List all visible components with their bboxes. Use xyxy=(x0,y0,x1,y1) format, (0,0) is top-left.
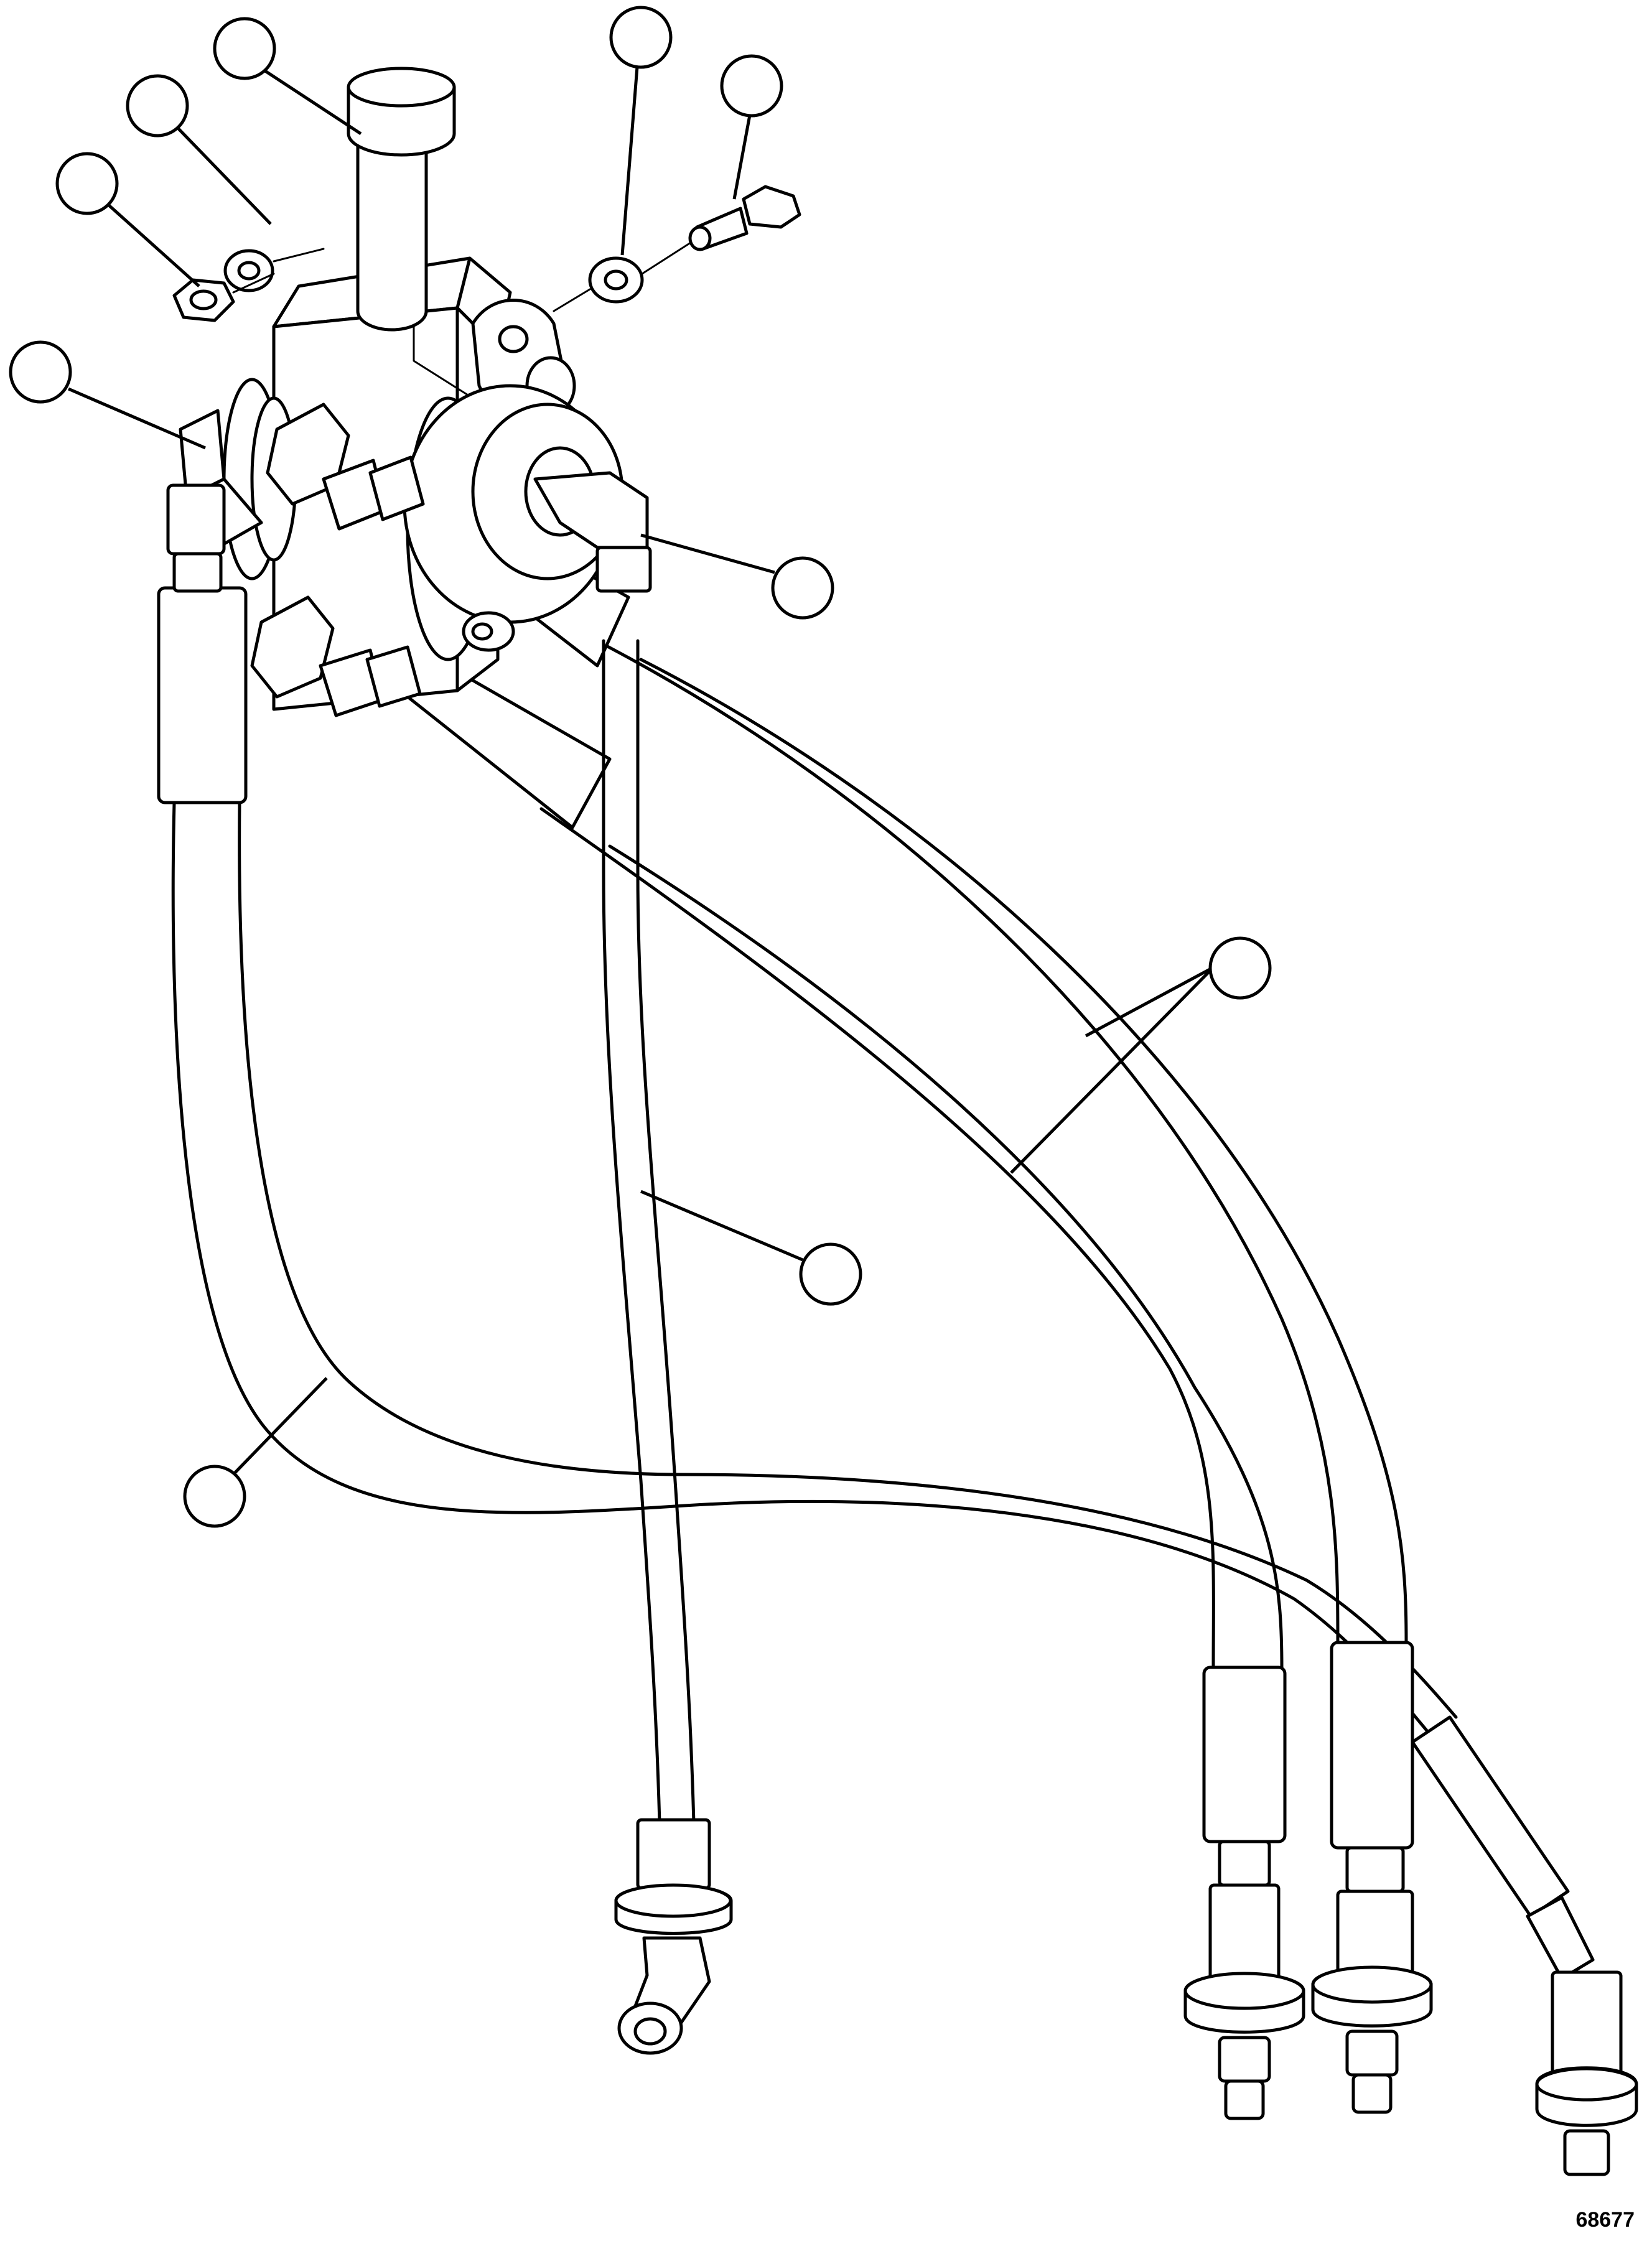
end-fitting-right xyxy=(1311,1846,1433,2114)
callout-nut xyxy=(55,152,119,215)
callout-elbow-right xyxy=(771,556,834,620)
end-fitting-left-hose xyxy=(1526,1896,1638,2176)
callout-washer-right xyxy=(609,6,673,69)
elbow-left xyxy=(166,409,263,593)
bottom-knob xyxy=(462,611,515,652)
hose-left xyxy=(157,586,1570,1918)
leader-lines xyxy=(68,58,1215,1479)
callout-tube xyxy=(799,1242,862,1306)
figure-id: 68677 xyxy=(1575,2208,1635,2232)
hose-right xyxy=(403,493,1414,1850)
fittings-upper xyxy=(266,403,425,531)
tube xyxy=(602,639,696,1825)
end-fitting-tube xyxy=(614,1818,733,2055)
callout-washer-left xyxy=(126,74,189,137)
callout-balloons xyxy=(9,6,1272,1528)
callout-hose-left xyxy=(183,1465,246,1528)
callout-bolt xyxy=(720,54,783,118)
end-fitting-middle xyxy=(1183,1840,1305,2120)
callout-elbow-left xyxy=(9,340,72,404)
nut xyxy=(172,278,235,322)
assembly-line-right xyxy=(553,241,692,312)
elbow-right xyxy=(533,471,652,593)
cap xyxy=(347,67,456,332)
assembly-line-left xyxy=(232,248,325,294)
bolt xyxy=(688,185,801,251)
fittings-lower xyxy=(250,595,422,717)
callout-hose-pair xyxy=(1208,936,1272,1000)
callout-cap xyxy=(213,17,276,80)
washer-right xyxy=(588,256,644,304)
